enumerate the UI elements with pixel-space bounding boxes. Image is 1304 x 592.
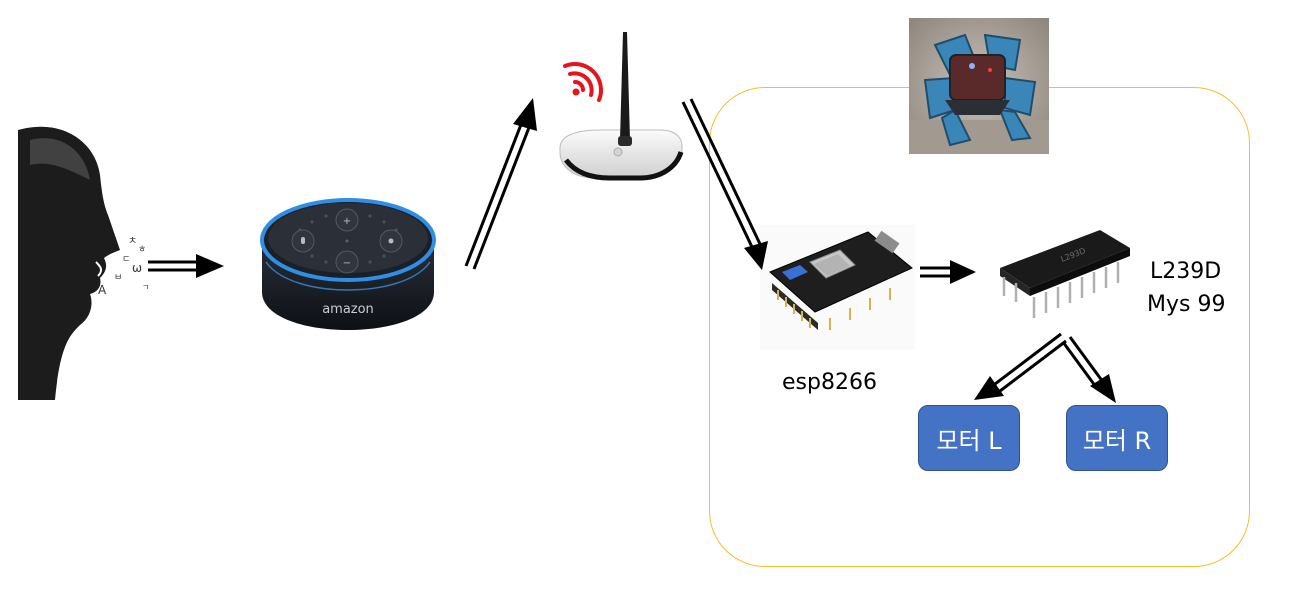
motor-l-box: 모터 L [918,405,1020,471]
svg-text:ㅎ: ㅎ [138,245,146,255]
esp-label: esp8266 [782,370,877,395]
svg-text:ㄱ: ㄱ [142,283,149,292]
svg-text:ㅊ: ㅊ [128,236,137,247]
speaker-brand-label: amazon [322,302,374,317]
driver-label-line1: L239D [1150,259,1222,284]
motor-l-label: 모터 L [936,426,1002,455]
robot-photo [909,18,1049,154]
svg-text:+: + [343,216,351,227]
svg-text:−: − [343,258,351,269]
motor-r-label: 모터 R [1082,426,1152,455]
arrow-driver-to-motor-l [974,332,1067,400]
svg-text:ㄷ: ㄷ [122,255,130,265]
smart-speaker-icon: + − [260,198,436,330]
driver-label-line2: Mys 99 [1147,292,1226,317]
motor-r-box: 모터 R [1066,405,1168,471]
svg-text:A: A [98,283,107,297]
wifi-router-icon [559,32,684,181]
arrow-router-to-esp [681,98,768,270]
motor-driver-chip-icon: L293D [1000,230,1130,318]
arrow-driver-to-motor-r [1061,336,1116,403]
arrow-esp-to-driver [920,260,976,284]
svg-text:ω: ω [132,261,142,275]
svg-text:ㅂ: ㅂ [114,273,122,283]
esp8266-board-icon [760,225,915,350]
arrow-speaker-to-router [464,98,537,270]
person-speaking-icon: ㅊ ㅎ ㄷ ω ㅂ A ㄱ [18,125,149,400]
wifi-signal-icon [563,62,603,102]
arrow-person-to-speaker [148,254,224,278]
